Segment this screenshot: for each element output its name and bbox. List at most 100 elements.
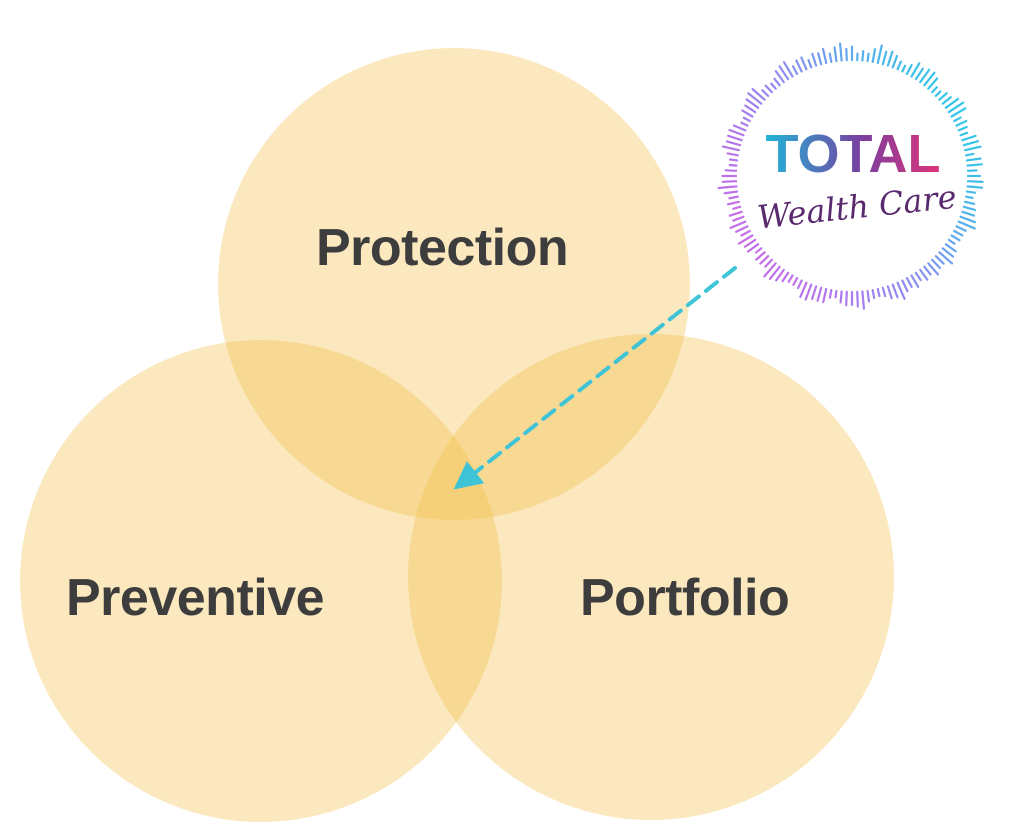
- ring-bar: [886, 285, 893, 300]
- circle-preventive: [20, 340, 502, 822]
- ring-bar: [728, 195, 739, 200]
- ring-bar: [938, 251, 954, 265]
- ring-bar: [755, 251, 766, 261]
- ring-bar: [962, 140, 980, 147]
- ring-bar: [717, 185, 738, 190]
- ring-bar: [732, 215, 745, 222]
- ring-bar: [834, 289, 838, 299]
- ring-bar: [963, 145, 982, 152]
- ring-bar: [747, 92, 763, 105]
- ring-bar: [732, 205, 742, 210]
- ring-bar: [910, 62, 921, 78]
- ring-bar: [828, 289, 833, 299]
- ring-bar: [947, 101, 965, 114]
- ring-bar: [817, 52, 823, 66]
- ring-bar: [735, 225, 749, 233]
- ring-bar: [914, 271, 922, 282]
- ring-bar: [966, 185, 984, 189]
- ring-bar: [796, 279, 803, 290]
- logo-badge: [716, 40, 988, 312]
- ring-bar: [901, 279, 909, 293]
- ring-bar: [764, 84, 773, 94]
- ring-bar: [721, 180, 738, 183]
- ring-bar: [781, 271, 790, 283]
- ring-bar: [957, 220, 976, 230]
- ring-bar: [778, 65, 790, 81]
- ring-bar: [953, 229, 964, 237]
- ring-bar: [773, 77, 781, 87]
- ring-bar: [755, 247, 763, 254]
- ring-bar: [876, 287, 881, 298]
- ring-bar: [881, 286, 887, 298]
- ring-bar: [944, 97, 960, 109]
- ring-bar: [791, 65, 799, 75]
- ring-bar: [729, 158, 739, 162]
- ring-bar: [833, 46, 838, 63]
- ring-bar: [728, 163, 738, 167]
- ring-bar: [919, 268, 929, 281]
- ring-bar: [957, 125, 968, 132]
- circle-protection: [218, 48, 690, 520]
- ring-bar: [905, 64, 913, 75]
- ring-bar: [938, 92, 948, 101]
- ring-bar: [927, 77, 939, 90]
- ring-bar: [955, 119, 968, 127]
- ring-bar: [965, 157, 982, 162]
- ring-bar: [746, 243, 760, 253]
- ring-bar: [950, 107, 967, 118]
- ring-bar: [743, 238, 757, 248]
- ring-bar: [934, 90, 942, 97]
- ring-bar: [944, 243, 957, 253]
- ring-bar: [871, 48, 877, 63]
- ring-bar: [728, 128, 745, 137]
- ring-bar: [891, 54, 899, 69]
- ring-bar: [959, 215, 977, 224]
- ring-bar: [768, 265, 781, 280]
- ring-bar: [787, 274, 794, 283]
- ring-bar: [726, 200, 741, 206]
- ring-bar: [927, 262, 940, 276]
- ring-bar: [961, 134, 977, 142]
- ring-bar: [732, 124, 747, 132]
- ring-bar: [800, 56, 808, 71]
- ring-bar: [816, 286, 823, 302]
- ring-bar: [839, 290, 843, 304]
- ring-bar: [770, 82, 777, 90]
- ring-bar: [729, 220, 747, 229]
- ring-bar: [804, 283, 813, 301]
- ring-bar: [761, 89, 770, 97]
- ring-bar: [896, 60, 902, 71]
- label-protection: Protection: [316, 219, 569, 277]
- ring-bar: [741, 109, 754, 118]
- ring-bar: [866, 52, 870, 63]
- ring-bar: [723, 190, 739, 195]
- ring-bar: [726, 152, 739, 157]
- ring-bar: [774, 70, 785, 84]
- ring-bar: [965, 152, 975, 157]
- ring-bar: [828, 52, 833, 63]
- ring-bar: [759, 255, 770, 265]
- ring-bar: [782, 60, 794, 78]
- ring-bar: [807, 59, 813, 69]
- ring-bar: [764, 258, 773, 268]
- ring-bar: [931, 258, 942, 270]
- dashed-arrow: [453, 266, 737, 490]
- ring-bar: [861, 50, 865, 62]
- ring-bar: [901, 64, 907, 73]
- ring-bar: [811, 52, 818, 67]
- ring-bar: [871, 289, 876, 300]
- ring-bar: [795, 59, 803, 73]
- ring-bar: [931, 86, 938, 94]
- ring-bar: [861, 290, 866, 310]
- ring-bar: [822, 287, 828, 304]
- ring-bar: [744, 104, 757, 114]
- ring-bar: [725, 140, 742, 147]
- ring-bar: [792, 277, 799, 286]
- ring-bar: [941, 96, 952, 105]
- label-preventive: Preventive: [66, 569, 325, 627]
- logo-ring: [717, 42, 984, 310]
- ring-bar: [886, 50, 894, 67]
- ring-bar: [962, 205, 977, 212]
- ring-bar: [838, 42, 843, 62]
- ring-bar: [965, 195, 974, 199]
